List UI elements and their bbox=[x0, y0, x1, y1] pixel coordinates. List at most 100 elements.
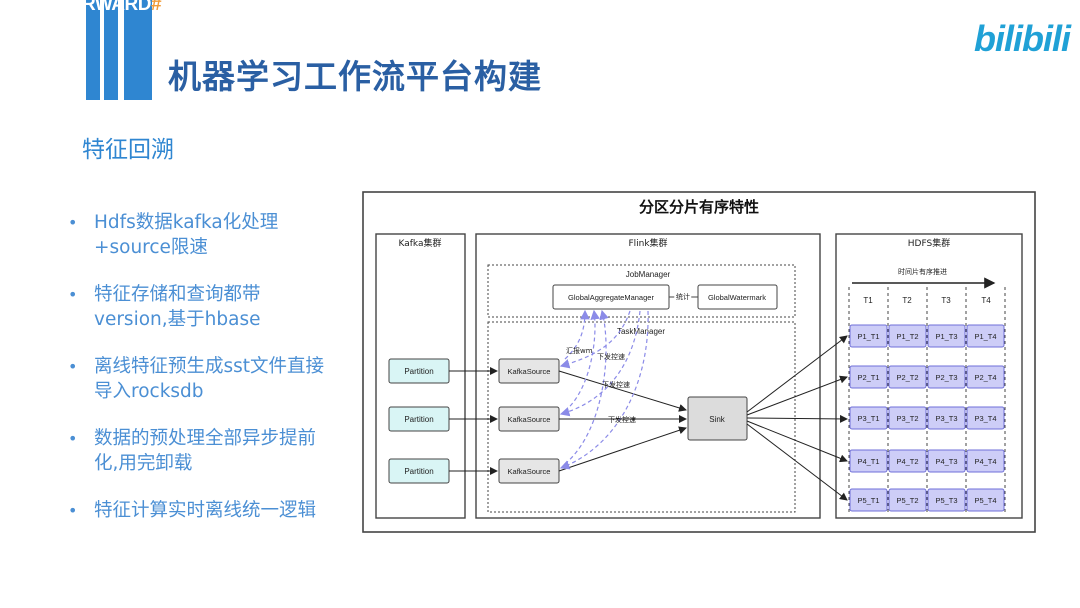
sink-to-hdfs-arrow bbox=[746, 375, 848, 416]
section-subtitle: 特征回溯 bbox=[82, 137, 174, 163]
hdfs-partition-cell: P4_T1 bbox=[849, 449, 888, 473]
global-aggregate-manager-node: GlobalAggregateManager bbox=[552, 284, 670, 310]
svg-text:Sink: Sink bbox=[709, 415, 726, 424]
brand-logo: bilibili bbox=[974, 18, 1071, 59]
page-title: 机器学习工作流平台构建 bbox=[168, 57, 542, 96]
report-wm-arrow bbox=[564, 309, 609, 465]
bullet-item: •特征计算实时离线统一逻辑 bbox=[68, 500, 317, 521]
hdfs-partition-cell: P4_T2 bbox=[888, 449, 927, 473]
svg-text:P2_T1: P2_T1 bbox=[857, 373, 879, 382]
sink-to-hdfs-arrow bbox=[746, 335, 848, 413]
bullet-dot-icon: • bbox=[68, 357, 78, 376]
svg-text:P4_T1: P4_T1 bbox=[857, 457, 879, 466]
svg-text:P1_T3: P1_T3 bbox=[935, 332, 957, 341]
sink-node: Sink bbox=[687, 396, 748, 441]
svg-text:Partition: Partition bbox=[404, 367, 433, 376]
bullet-dot-icon: • bbox=[68, 429, 78, 448]
svg-text:P4_T3: P4_T3 bbox=[935, 457, 957, 466]
report-wm-arrow bbox=[564, 309, 590, 360]
hdfs-partition-cell: P3_T3 bbox=[927, 406, 966, 430]
hdfs-partition-cell: P2_T4 bbox=[966, 365, 1005, 389]
logo-bar-left bbox=[86, 0, 100, 100]
hdfs-partition-cell: P1_T3 bbox=[927, 324, 966, 348]
hdfs-partition-cell: P5_T1 bbox=[849, 488, 888, 512]
bullet-dot-icon: • bbox=[68, 285, 78, 304]
sink-to-hdfs-arrow bbox=[746, 414, 848, 423]
svg-text:P5_T3: P5_T3 bbox=[935, 496, 957, 505]
stat-label: 统计 bbox=[676, 292, 690, 301]
bullet-list: •Hdfs数据kafka化处理+source限速 •特征存储和查询都带versi… bbox=[64, 210, 334, 545]
svg-text:P4_T4: P4_T4 bbox=[974, 457, 996, 466]
svg-text:P3_T2: P3_T2 bbox=[896, 414, 918, 423]
svg-text:P1_T1: P1_T1 bbox=[857, 332, 879, 341]
hdfs-partition-cell: P4_T3 bbox=[927, 449, 966, 473]
logo-bar-mid bbox=[104, 0, 118, 100]
hdfs-cluster-title: HDFS集群 bbox=[908, 237, 950, 249]
bullet-item: •Hdfs数据kafka化处理+source限速 bbox=[68, 212, 279, 258]
svg-text:GlobalWatermark: GlobalWatermark bbox=[708, 293, 766, 302]
svg-text:P2_T3: P2_T3 bbox=[935, 373, 957, 382]
logo-bar-right bbox=[124, 0, 152, 100]
svg-text:P5_T2: P5_T2 bbox=[896, 496, 918, 505]
svg-text:Partition: Partition bbox=[404, 467, 433, 476]
svg-text:P5_T1: P5_T1 bbox=[857, 496, 879, 505]
svg-text:P3_T3: P3_T3 bbox=[935, 414, 957, 423]
taskmanager-box bbox=[487, 321, 796, 513]
svg-text:P3_T1: P3_T1 bbox=[857, 414, 879, 423]
svg-text:P1_T2: P1_T2 bbox=[896, 332, 918, 341]
diagram-title: 分区分片有序特性 bbox=[639, 198, 759, 216]
throttle-arrow bbox=[559, 310, 631, 369]
report-wm-arrow bbox=[564, 309, 600, 412]
svg-text:P3_T4: P3_T4 bbox=[974, 414, 996, 423]
hdfs-partition-cell: P5_T3 bbox=[927, 488, 966, 512]
hdfs-partition-cell: P3_T1 bbox=[849, 406, 888, 430]
sink-to-hdfs-arrow bbox=[746, 423, 848, 501]
hdfs-partition-cell: P5_T2 bbox=[888, 488, 927, 512]
time-axis-label: 时间片有序推进 bbox=[898, 267, 947, 276]
source-to-sink-arrow bbox=[558, 426, 687, 472]
hdfs-partition-cell: P5_T4 bbox=[966, 488, 1005, 512]
hdfs-partition-cell: P1_T4 bbox=[966, 324, 1005, 348]
hdfs-partition-cell: P3_T4 bbox=[966, 406, 1005, 430]
svg-text:Partition: Partition bbox=[404, 415, 433, 424]
logo-text: RWARD# bbox=[82, 0, 162, 15]
time-column-header: T3 bbox=[941, 296, 951, 305]
hdfs-partition-cell: P2_T2 bbox=[888, 365, 927, 389]
svg-text:P5_T4: P5_T4 bbox=[974, 496, 996, 505]
hdfs-partition-cell: P2_T1 bbox=[849, 365, 888, 389]
partition-node: Partition bbox=[388, 358, 450, 384]
hdfs-partition-cell: P4_T4 bbox=[966, 449, 1005, 473]
bullet-dot-icon: • bbox=[68, 213, 78, 232]
svg-text:GlobalAggregateManager: GlobalAggregateManager bbox=[568, 293, 654, 302]
throttle-arrow bbox=[559, 310, 641, 417]
svg-text:KafkaSource: KafkaSource bbox=[508, 415, 551, 424]
kafka-source-node: KafkaSource bbox=[498, 458, 560, 484]
bullet-item: •数据的预处理全部异步提前化,用完卸载 bbox=[68, 428, 317, 474]
bullet-item: •离线特征预生成sst文件直接导入rocksdb bbox=[68, 356, 325, 402]
kafka-source-node: KafkaSource bbox=[498, 358, 560, 384]
svg-text:P1_T4: P1_T4 bbox=[974, 332, 996, 341]
global-watermark-node: GlobalWatermark bbox=[697, 284, 778, 310]
throttle-label: 下发控速 bbox=[602, 380, 630, 389]
taskmanager-title: TaskManager bbox=[617, 327, 665, 336]
report-wm-label: 汇报wm bbox=[566, 346, 593, 355]
throttle-label: 下发控速 bbox=[597, 352, 625, 361]
hdfs-partition-cell: P2_T3 bbox=[927, 365, 966, 389]
partition-node: Partition bbox=[388, 406, 450, 432]
kafka-source-node: KafkaSource bbox=[498, 406, 560, 432]
jobmanager-box bbox=[487, 264, 796, 318]
source-to-sink-arrow bbox=[558, 370, 687, 412]
throttle-label: 下发控速 bbox=[608, 415, 636, 424]
flink-cluster-title: Flink集群 bbox=[628, 237, 667, 249]
time-column-headers: T1 T2 T3 T4 bbox=[863, 296, 991, 305]
hdfs-partition-cell: P1_T2 bbox=[888, 324, 927, 348]
time-column-header: T1 bbox=[863, 296, 873, 305]
svg-text:KafkaSource: KafkaSource bbox=[508, 367, 551, 376]
svg-text:P2_T2: P2_T2 bbox=[896, 373, 918, 382]
time-column-header: T2 bbox=[902, 296, 912, 305]
partition-node: Partition bbox=[388, 458, 450, 484]
hdfs-partition-cell: P1_T1 bbox=[849, 324, 888, 348]
bullet-dot-icon: • bbox=[68, 501, 78, 520]
